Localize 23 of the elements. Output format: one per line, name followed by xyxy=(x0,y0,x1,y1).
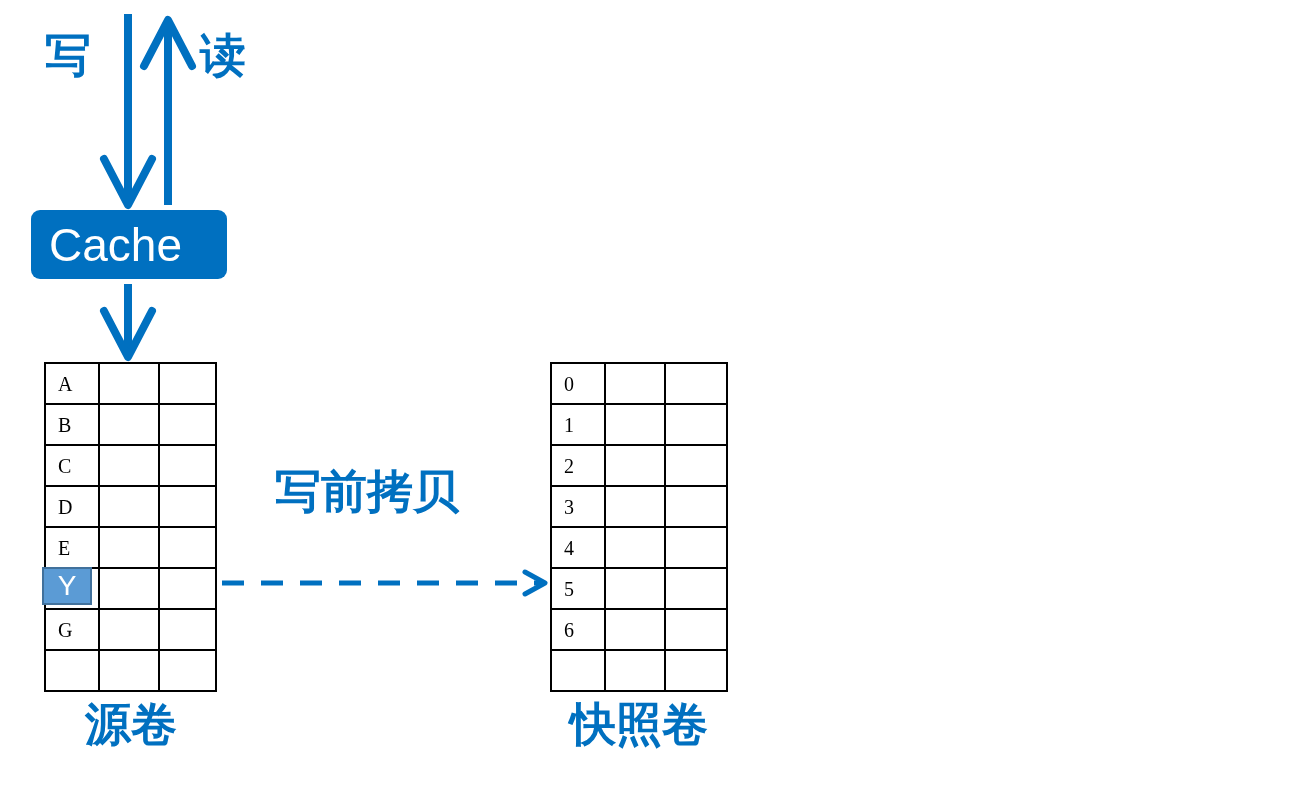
box-label: Cache xyxy=(49,221,182,268)
data-table xyxy=(550,362,728,692)
table-cell: 4 xyxy=(552,528,606,569)
edge-label: 读 xyxy=(200,32,246,78)
arrow xyxy=(222,569,548,597)
table-cell: 0 xyxy=(552,364,606,405)
data-table xyxy=(44,362,217,692)
table-cell: A xyxy=(46,364,100,405)
table-cell: 3 xyxy=(552,487,606,528)
edge-label: 写 xyxy=(45,32,91,78)
table-cell: 2 xyxy=(552,446,606,487)
table-cell: 1 xyxy=(552,405,606,446)
table-cell: D xyxy=(46,487,100,528)
table-caption: 快照卷 xyxy=(570,697,708,751)
table-cell: B xyxy=(46,405,100,446)
table-caption: 源卷 xyxy=(84,697,177,751)
edge-label: 写前拷贝 xyxy=(275,468,459,514)
table-cell: 6 xyxy=(552,610,606,651)
table-cell: G xyxy=(46,610,100,651)
highlighted-cell: Y xyxy=(42,567,92,605)
table-cell: C xyxy=(46,446,100,487)
table-cell: 5 xyxy=(552,569,606,610)
process-box xyxy=(31,210,227,279)
